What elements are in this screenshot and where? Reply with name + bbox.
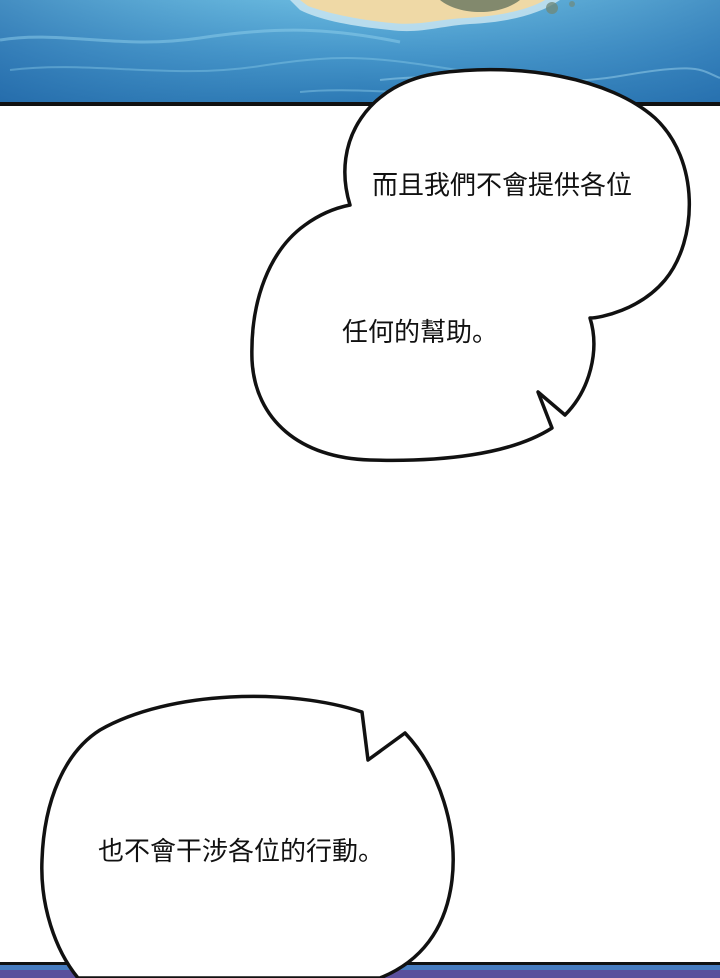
ocean-panel — [0, 0, 720, 106]
bubble-shape — [40, 694, 455, 978]
speech-bubble-bottom: 也不會干涉各位的行動。 — [40, 694, 455, 978]
bubble-top-line-2: 任何的幫助。 — [342, 318, 498, 348]
wave-streak — [0, 28, 401, 44]
rock — [569, 1, 575, 7]
rock — [546, 2, 558, 14]
bubble-top-line-1: 而且我們不會提供各位 — [372, 171, 632, 201]
ocean-scene-image — [0, 0, 720, 106]
bubble-bottom-line-1: 也不會干涉各位的行動。 — [98, 837, 384, 867]
wave-streak — [9, 57, 471, 73]
rocks — [440, 0, 520, 12]
panel-border — [0, 102, 720, 106]
bubble-shape — [250, 67, 691, 463]
speech-bubble-top: 而且我們不會提供各位 任何的幫助。 — [250, 67, 691, 463]
